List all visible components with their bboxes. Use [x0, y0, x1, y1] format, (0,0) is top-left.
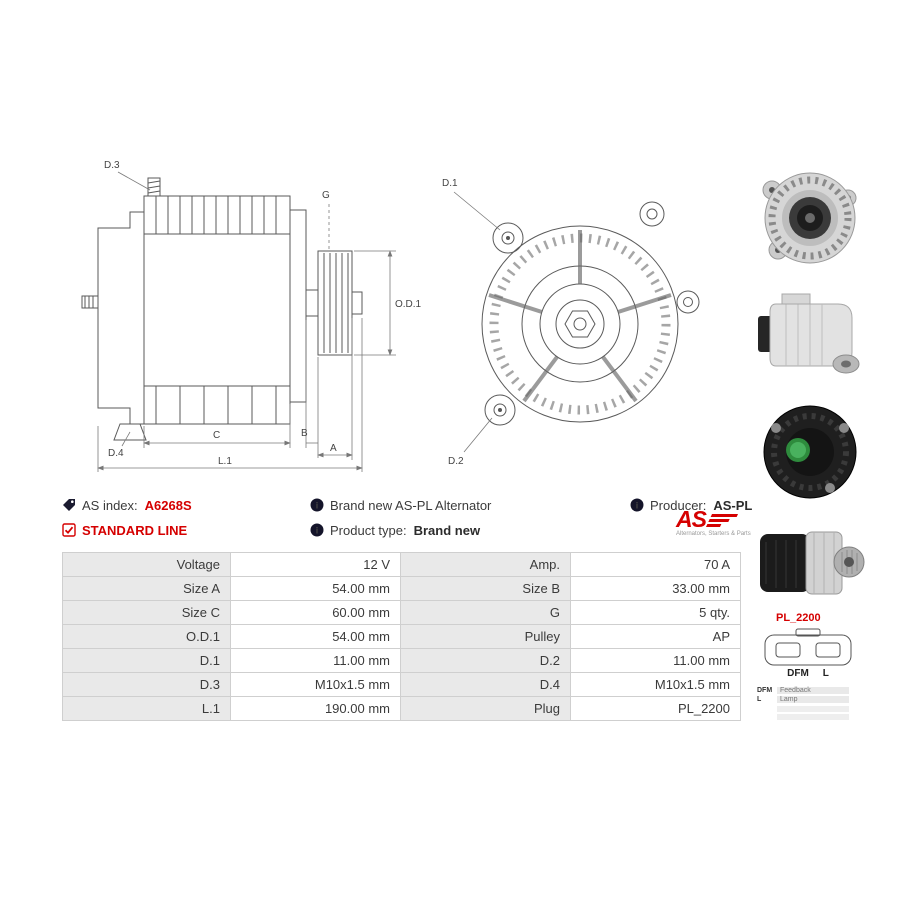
- spec-key: Size C: [62, 600, 231, 625]
- dim-label-d4: D.4: [108, 448, 124, 459]
- spec-value: 11.00 mm: [570, 648, 741, 673]
- plug-legend-bar: [777, 714, 849, 720]
- spec-value: 5 qty.: [570, 600, 741, 625]
- plug-legend-desc: Lamp: [777, 696, 849, 703]
- product-photo-front: [762, 172, 857, 264]
- spec-row: Size A 54.00 mm Size B 33.00 mm: [62, 576, 741, 601]
- spec-key: D.1: [62, 648, 231, 673]
- plug-legend-bar: [777, 706, 849, 712]
- spec-key: O.D.1: [62, 624, 231, 649]
- spec-key: Size B: [400, 576, 571, 601]
- as-index-label: AS index:: [82, 497, 138, 513]
- tag-icon: [63, 499, 75, 511]
- spec-value: PL_2200: [570, 696, 741, 721]
- as-pl-logo-text: AS: [676, 506, 707, 532]
- spec-value: 190.00 mm: [230, 696, 401, 721]
- spec-key: Amp.: [400, 552, 571, 577]
- plug-pin-labels: DFM L: [762, 668, 854, 679]
- spec-row: Voltage 12 V Amp. 70 A: [62, 552, 741, 577]
- producer-value: AS-PL: [713, 497, 753, 513]
- product-photo-rear: [763, 405, 857, 499]
- alternator-side-body: [81, 177, 363, 441]
- plug-legend-code: L: [757, 696, 762, 703]
- spec-value: 70 A: [570, 552, 741, 577]
- front-view-dimensions: D.1 D.2: [442, 178, 501, 467]
- product-type-value: Brand new: [413, 522, 481, 538]
- dim-label-d3: D.3: [104, 160, 120, 171]
- dim-label-od1: O.D.1: [395, 299, 422, 310]
- as-index-row: AS index: A6268S: [62, 497, 192, 513]
- svg-text:i: i: [636, 501, 639, 511]
- product-photo-side: [758, 293, 860, 374]
- product-type-row: i Product type: Brand new: [310, 522, 480, 538]
- product-photo-angled: [760, 531, 865, 595]
- spec-value: AP: [570, 624, 741, 649]
- spec-row: D.3 M10x1.5 mm D.4 M10x1.5 mm: [62, 672, 741, 697]
- spec-key: Plug: [400, 696, 571, 721]
- info-icon: i: [310, 523, 324, 537]
- spec-table: Voltage 12 V Amp. 70 A Size A 54.00 mm S…: [62, 552, 741, 721]
- spec-key: Pulley: [400, 624, 571, 649]
- spec-value: 54.00 mm: [230, 576, 401, 601]
- spec-key: G: [400, 600, 571, 625]
- spec-key: Voltage: [62, 552, 231, 577]
- spec-row: L.1 190.00 mm Plug PL_2200: [62, 696, 741, 721]
- plug-name: PL_2200: [776, 612, 821, 624]
- svg-text:i: i: [316, 526, 319, 536]
- spec-value: M10x1.5 mm: [230, 672, 401, 697]
- spec-value: M10x1.5 mm: [570, 672, 741, 697]
- side-view-dimensions: D.3 G O.D.1 D.4 C B A L.1: [97, 160, 422, 472]
- plug-legend: DFM Feedback L Lamp: [757, 686, 849, 720]
- dim-label-d1: D.1: [442, 178, 458, 189]
- plug-pin-dfm: DFM: [787, 668, 809, 679]
- producer-label: Producer:: [650, 497, 707, 513]
- spec-row: O.D.1 54.00 mm Pulley AP: [62, 624, 741, 649]
- dim-label-a: A: [330, 443, 337, 454]
- alternator-front-body: [481, 201, 700, 426]
- spec-row: Size C 60.00 mm G 5 qty.: [62, 600, 741, 625]
- brand-new-text: Brand new AS-PL Alternator: [330, 497, 492, 513]
- as-pl-logo-tagline: Alternators, Starters & Parts: [676, 531, 751, 537]
- plug-legend-code: DFM: [757, 687, 773, 694]
- spec-key: L.1: [62, 696, 231, 721]
- dim-label-d2: D.2: [448, 456, 464, 467]
- spec-row: D.1 11.00 mm D.2 11.00 mm: [62, 648, 741, 673]
- plug-legend-desc: Feedback: [777, 687, 849, 694]
- product-type-label: Product type:: [330, 522, 407, 538]
- as-index-value: A6268S: [144, 497, 192, 513]
- spec-value: 60.00 mm: [230, 600, 401, 625]
- plug-legend-row: L Lamp: [757, 695, 849, 704]
- as-pl-logo-bars: [705, 514, 738, 527]
- standard-line-text: STANDARD LINE: [82, 522, 188, 538]
- plug-pin-l: L: [822, 668, 829, 679]
- spec-key: D.3: [62, 672, 231, 697]
- dim-label-c: C: [213, 430, 220, 441]
- info-icon: i: [310, 498, 324, 512]
- front-view-drawing: D.1 D.2: [442, 178, 700, 467]
- side-view-drawing: D.3 G O.D.1 D.4 C B A L.1: [81, 160, 422, 472]
- spec-value: 12 V: [230, 552, 401, 577]
- dim-label-g: G: [322, 190, 330, 201]
- spec-key: D.4: [400, 672, 571, 697]
- producer-row: i Producer: AS-PL: [630, 497, 752, 513]
- spec-value: 11.00 mm: [230, 648, 401, 673]
- plug-connector-icon: [764, 628, 852, 666]
- check-icon: [62, 523, 76, 537]
- spec-value: 54.00 mm: [230, 624, 401, 649]
- info-icon: i: [630, 498, 644, 512]
- spec-value: 33.00 mm: [570, 576, 741, 601]
- spec-key: Size A: [62, 576, 231, 601]
- spec-key: D.2: [400, 648, 571, 673]
- dim-label-l1: L.1: [218, 456, 232, 467]
- dim-label-b: B: [301, 428, 308, 439]
- as-pl-logo: AS Alternators, Starters & Parts: [676, 506, 751, 538]
- standard-line-row: STANDARD LINE: [62, 522, 187, 538]
- svg-text:i: i: [316, 501, 319, 511]
- plug-legend-row: DFM Feedback: [757, 686, 849, 695]
- brand-new-row: i Brand new AS-PL Alternator: [310, 497, 491, 513]
